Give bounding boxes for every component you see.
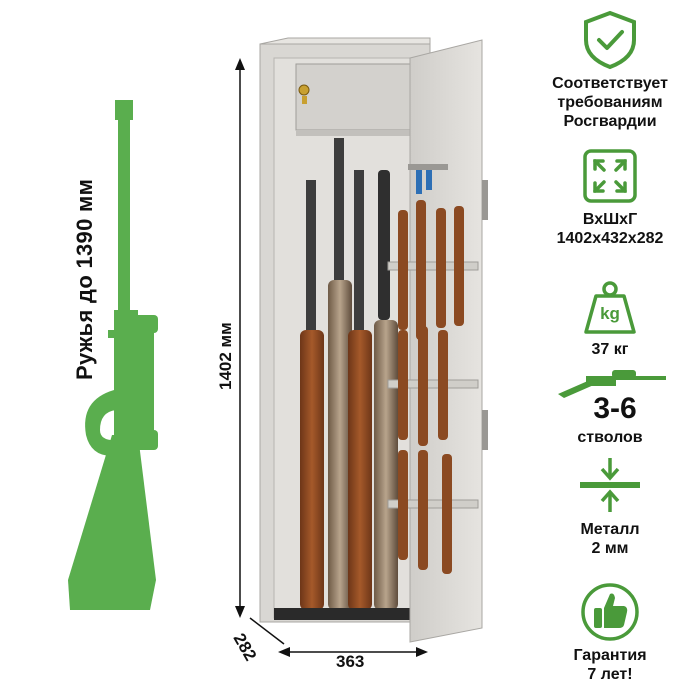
gun-safe-illustration (259, 37, 488, 643)
feature-certification-text: Соответствует требованиям Росгвардии (552, 75, 668, 130)
rifle-icon (558, 370, 666, 398)
height-dimension-line (235, 58, 245, 618)
width-dimension-line (278, 647, 428, 657)
thumbs-up-icon (581, 583, 639, 641)
expand-arrows-icon (583, 149, 637, 203)
depth-dimension-line (249, 617, 285, 645)
thickness-arrows-icon (580, 458, 640, 512)
feature-dimensions-text: ВхШхГ 1402х432х282 (556, 211, 664, 247)
weight-kg-icon (584, 281, 636, 334)
height-dimension-label: 1402 мм (216, 322, 235, 390)
barrels-count: 3-6 (593, 392, 637, 425)
shield-check-icon (584, 10, 636, 70)
feature-metal-text: Металл 2 мм (580, 521, 640, 557)
weight-icon-text: kg (600, 304, 620, 323)
width-dimension-label: 363 (336, 652, 365, 671)
feature-weight-text: 37 кг (591, 341, 629, 358)
rifle-silhouette-icon (68, 100, 158, 610)
feature-barrels-text: стволов (577, 429, 643, 446)
feature-warranty-text: Гарантия 7 лет! (573, 647, 647, 683)
